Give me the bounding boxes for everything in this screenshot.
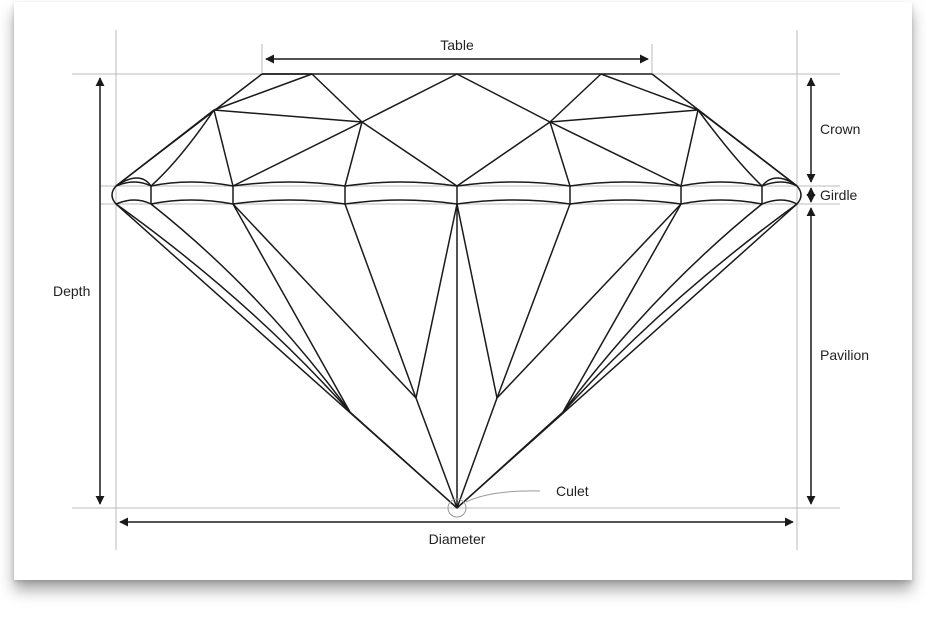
pavilion-facets (115, 203, 798, 509)
guide-lines (72, 30, 840, 550)
crown-facets (115, 73, 798, 187)
culet-label: Culet (556, 483, 589, 499)
pavilion-label: Pavilion (820, 347, 869, 363)
paper-card (14, 2, 912, 580)
table-label: Table (440, 37, 474, 53)
girdle-label: Girdle (820, 187, 858, 203)
diameter-label: Diameter (429, 531, 486, 547)
crown-label: Crown (820, 121, 860, 137)
dimension-arrows (95, 54, 816, 527)
diamond-outline (111, 73, 802, 205)
culet-marker (447, 490, 541, 518)
depth-label: Depth (53, 283, 90, 299)
